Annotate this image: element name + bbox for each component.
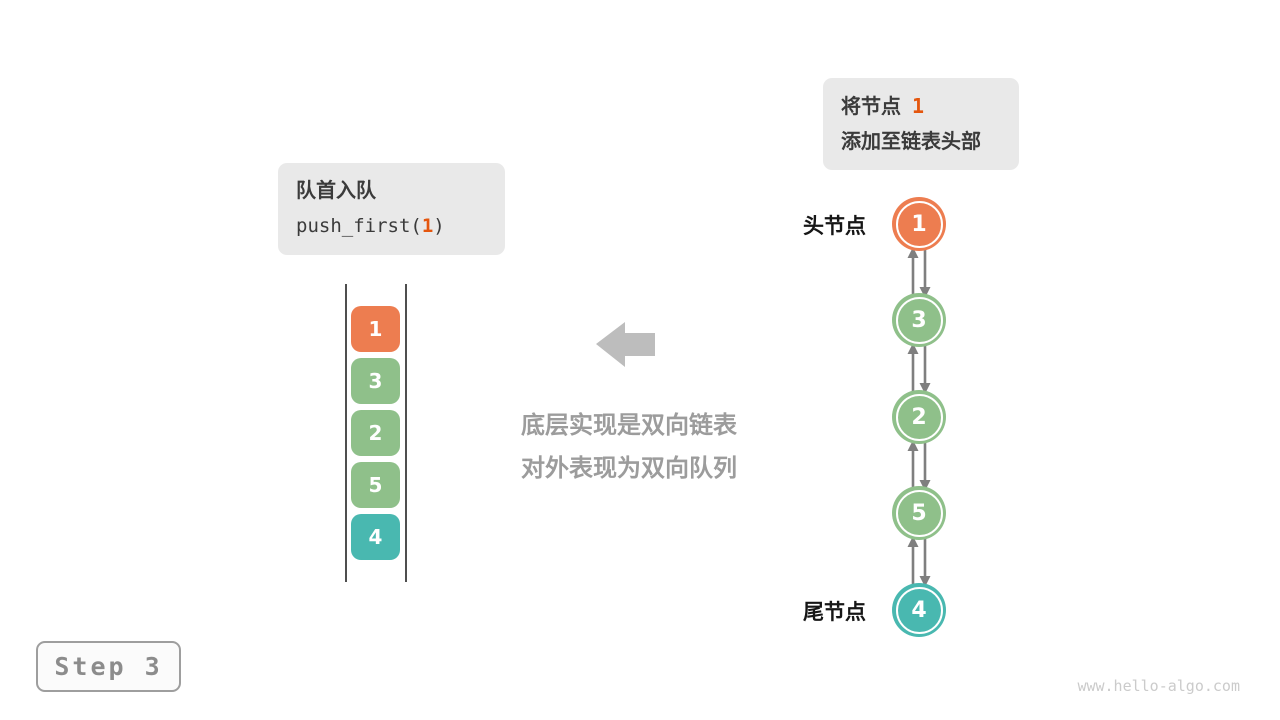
callout-add-node-value: 1 (912, 94, 925, 118)
callout-operation: 队首入队 push_first(1) (278, 163, 505, 255)
operation-title: 队首入队 (296, 180, 376, 202)
node-value: 5 (911, 500, 927, 526)
operation-code-value: 1 (421, 215, 434, 237)
step-badge: Step 3 (36, 641, 181, 692)
node-ring: 2 (895, 393, 943, 441)
tail-node-label: 尾节点 (803, 601, 866, 624)
list-node-tail: 4 (892, 583, 946, 637)
left-arrow-icon (596, 322, 655, 367)
stack-item: 3 (351, 358, 400, 404)
middle-note: 底层实现是双向链表 对外表现为双向队列 (479, 404, 779, 490)
stack-item: 4 (351, 514, 400, 560)
node-ring: 4 (895, 586, 943, 634)
bidirectional-arrow-icon (907, 536, 931, 587)
watermark: www.hello-algo.com (1077, 677, 1240, 695)
deque-rail-left (345, 284, 347, 582)
stack-item: 2 (351, 410, 400, 456)
head-node-label: 头节点 (803, 215, 866, 238)
node-value: 4 (911, 597, 927, 623)
stack-item: 1 (351, 306, 400, 352)
list-node: 2 (892, 390, 946, 444)
operation-code-prefix: push_first( (296, 215, 422, 237)
operation-code: push_first(1) (296, 209, 487, 244)
callout-add-node-prefix: 将节点 (841, 96, 901, 118)
deque-rail-right (405, 284, 407, 582)
bidirectional-arrow-icon (907, 247, 931, 298)
node-value: 3 (911, 307, 927, 333)
list-node-head: 1 (892, 197, 946, 251)
middle-note-line1: 底层实现是双向链表 (521, 412, 737, 439)
list-node: 3 (892, 293, 946, 347)
stack-item: 5 (351, 462, 400, 508)
node-value: 2 (911, 404, 927, 430)
node-ring: 3 (895, 296, 943, 344)
deque-stack: 1 3 2 5 4 (351, 306, 400, 566)
bidirectional-arrow-icon (907, 440, 931, 491)
callout-add-node: 将节点 1 添加至链表头部 (823, 78, 1019, 170)
middle-note-line2: 对外表现为双向队列 (521, 455, 737, 482)
callout-add-node-line1: 将节点 1 (841, 89, 1001, 125)
node-value: 1 (911, 211, 927, 237)
node-ring: 1 (895, 200, 943, 248)
list-node: 5 (892, 486, 946, 540)
operation-code-suffix: ) (433, 215, 445, 237)
bidirectional-arrow-icon (907, 343, 931, 394)
callout-add-node-line2: 添加至链表头部 (841, 131, 981, 153)
node-ring: 5 (895, 489, 943, 537)
